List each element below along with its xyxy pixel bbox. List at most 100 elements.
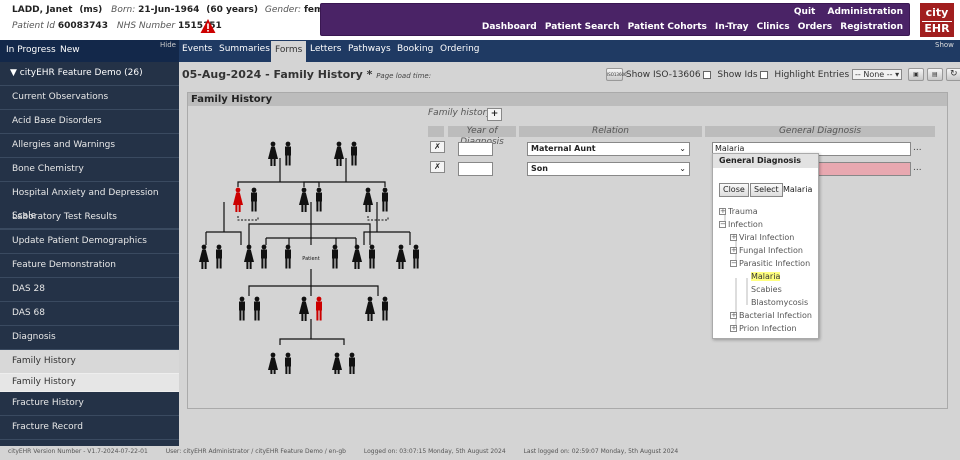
patient-title: (ms)	[79, 5, 103, 15]
tree-node-label: Scabies	[751, 285, 782, 294]
tree-node-malaria[interactable]: Malaria	[751, 272, 781, 281]
show-iso-label: Show ISO-13606	[625, 70, 701, 80]
remove-row-button[interactable]: ✗	[430, 141, 445, 153]
tree-node-parasitic-infection[interactable]: −Parasitic Infection	[730, 259, 810, 268]
year-input[interactable]	[458, 162, 493, 176]
close-button[interactable]: Close	[719, 183, 749, 197]
form-toolbar: ISO13606 Show ISO-13606 Show Ids Highlig…	[606, 68, 960, 81]
warning-icon[interactable]	[200, 18, 216, 34]
collapse-icon[interactable]: −	[719, 220, 726, 228]
relation-select[interactable]: Maternal Aunt⌄	[527, 142, 690, 156]
left-tabs: In Progress New Hide	[0, 40, 179, 62]
sidebar-item-lab-results[interactable]: Laboratory Test Results	[0, 206, 179, 230]
patient-ids-line: Patient Id 60083743 NHS Number 1515151	[12, 21, 222, 31]
tree-node-label: Parasitic Infection	[739, 259, 811, 268]
nav-in-tray[interactable]: In-Tray	[715, 22, 749, 32]
sidebar-item-bone-chemistry[interactable]: Bone Chemistry	[0, 158, 179, 182]
page-load-time: Page load time:	[376, 72, 432, 80]
tree-node-bacterial-infection[interactable]: +Bacterial Infection	[730, 311, 812, 320]
nav-orders[interactable]: Orders	[797, 22, 833, 32]
nhs-label: NHS Number	[116, 21, 176, 31]
relation-select[interactable]: Son⌄	[527, 162, 690, 176]
show-ids-checkbox[interactable]	[760, 70, 769, 79]
sidebar-item-family-history[interactable]: Family History	[0, 350, 179, 374]
sidebar-item-das28[interactable]: DAS 28	[0, 278, 179, 302]
panel-title: Family History	[188, 93, 947, 106]
nhs-number: 1515151	[177, 21, 222, 31]
sidebar-item-acid-base[interactable]: Acid Base Disorders	[0, 110, 179, 134]
expand-icon[interactable]: +	[730, 233, 737, 241]
patient-summary-line: LADD, Janet (ms) Born: 21-Jun-1964 (60 y…	[12, 5, 339, 15]
tab-new[interactable]: New	[60, 45, 80, 55]
tree-node-label: Trauma	[728, 207, 758, 216]
sidebar-item-update-demographics[interactable]: Update Patient Demographics	[0, 230, 179, 254]
sidebar-item-das68[interactable]: DAS 68	[0, 302, 179, 326]
sidebar-item-diagnosis[interactable]: Diagnosis	[0, 326, 179, 350]
patient-id-label: Patient Id	[12, 21, 55, 31]
diagnosis-lookup-button[interactable]: ...	[913, 143, 922, 153]
top-navigation: Quit Administration Dashboard Patient Se…	[320, 3, 910, 36]
tree-node-infection[interactable]: −Infection	[719, 220, 763, 229]
table-header-blank	[428, 126, 444, 137]
collapse-icon[interactable]: −	[730, 259, 737, 267]
tab-letters[interactable]: Letters	[310, 44, 342, 54]
sidebar-item-allergies[interactable]: Allergies and Warnings	[0, 134, 179, 158]
tree-node-trauma[interactable]: +Trauma	[719, 207, 758, 216]
sidebar-item-fracture-history[interactable]: Fracture History	[0, 392, 179, 416]
administration-link[interactable]: Administration	[827, 7, 903, 17]
tree-node-label: Infection	[728, 220, 763, 229]
tab-bar: In Progress New Hide Events Summaries Fo…	[0, 40, 960, 62]
nav-registration[interactable]: Registration	[840, 22, 903, 32]
save-icon[interactable]: ▣	[907, 68, 924, 81]
year-input[interactable]	[458, 142, 493, 156]
tree-node-label: Fungal Infection	[739, 246, 803, 255]
tab-booking[interactable]: Booking	[397, 44, 434, 54]
logo-line-1: city	[925, 6, 949, 19]
remove-row-button[interactable]: ✗	[430, 161, 445, 173]
tab-summaries[interactable]: Summaries	[219, 44, 270, 54]
tree-node-blastomycosis[interactable]: Blastomycosis	[751, 298, 808, 307]
show-link[interactable]: Show	[935, 41, 954, 49]
tab-pathways[interactable]: Pathways	[348, 44, 391, 54]
expand-icon[interactable]: +	[719, 207, 726, 215]
iso13606-icon[interactable]: ISO13606	[606, 68, 627, 81]
nav-patient-search[interactable]: Patient Search	[544, 22, 620, 32]
sidebar-item-fracture-record[interactable]: Fracture Record	[0, 416, 179, 440]
tab-ordering[interactable]: Ordering	[440, 44, 480, 54]
expand-icon[interactable]: +	[730, 324, 737, 332]
highlight-label: Highlight Entries	[774, 70, 850, 80]
nav-patient-cohorts[interactable]: Patient Cohorts	[627, 22, 707, 32]
quit-link[interactable]: Quit	[793, 7, 816, 17]
cityehr-logo: city EHR	[920, 3, 954, 37]
sidebar-item-family-history-active[interactable]: Family History	[0, 374, 179, 392]
expand-icon[interactable]: +	[730, 311, 737, 319]
nav-dashboard[interactable]: Dashboard	[481, 22, 537, 32]
tree-node-viral-infection[interactable]: +Viral Infection	[730, 233, 794, 242]
tree-node-label: Bacterial Infection	[739, 311, 812, 320]
diagnosis-lookup-button[interactable]: ...	[913, 163, 922, 173]
tree-node-prion-infection[interactable]: +Prion Infection	[730, 324, 797, 333]
user-info: User: cityEHR Administrator / cityEHR Fe…	[165, 448, 346, 455]
none-select[interactable]: -- None -- ▾	[852, 69, 903, 80]
patient-age: (60 years)	[206, 5, 258, 15]
nav-clinics[interactable]: Clinics	[756, 22, 790, 32]
tab-in-progress[interactable]: In Progress	[6, 45, 56, 55]
print-preview-icon[interactable]: ▤	[926, 68, 943, 81]
add-entry-button[interactable]: +	[487, 108, 502, 121]
sidebar-item-current-observations[interactable]: Current Observations	[0, 86, 179, 110]
sidebar-group-title[interactable]: ▼ cityEHR Feature Demo (26)	[0, 62, 179, 86]
expand-icon[interactable]: +	[730, 246, 737, 254]
sidebar-item-hads[interactable]: Hospital Anxiety and Depression Scale	[0, 182, 179, 229]
tab-forms[interactable]: Forms	[271, 41, 307, 62]
top-actions: Quit Administration	[785, 7, 903, 17]
patient-dob: 21-Jun-1964	[138, 5, 200, 15]
refresh-icon[interactable]: ↻	[945, 68, 960, 81]
sidebar-item-feature-demonstration[interactable]: Feature Demonstration	[0, 254, 179, 278]
selected-value: Malaria	[783, 185, 813, 194]
show-iso-checkbox[interactable]	[703, 70, 712, 79]
select-button[interactable]: Select	[750, 183, 783, 197]
tree-node-fungal-infection[interactable]: +Fungal Infection	[730, 246, 803, 255]
tree-node-scabies[interactable]: Scabies	[751, 285, 782, 294]
tab-events[interactable]: Events	[182, 44, 213, 54]
hide-sidebar-link[interactable]: Hide	[160, 41, 176, 49]
